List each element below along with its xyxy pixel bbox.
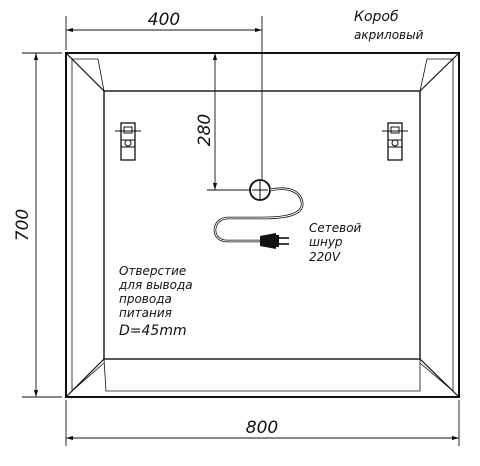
dimension-400 — [65, 16, 263, 180]
dimension-280-label: 280 — [195, 114, 215, 146]
hole-label-line-2: для вывода — [118, 278, 193, 292]
mounting-bracket-left — [115, 122, 141, 161]
box-title: Короб — [354, 9, 399, 25]
dimension-800-label: 800 — [246, 418, 278, 438]
dimension-280 — [207, 53, 251, 191]
hole-label-line-3: провода — [119, 292, 172, 306]
dimension-400-label: 400 — [148, 10, 180, 30]
box-frame — [65, 52, 460, 398]
power-plug — [260, 233, 289, 249]
cable-hole — [249, 179, 271, 201]
dimension-700-label: 700 — [13, 209, 33, 241]
power-cord — [213, 187, 304, 243]
hole-label-line-1: Отверстие — [119, 264, 186, 278]
mounting-bracket-right — [382, 122, 408, 161]
cord-label-line-3: 220V — [309, 250, 341, 264]
hole-label-line-4: питания — [119, 306, 172, 320]
cord-label-line-1: Сетевой — [309, 221, 362, 235]
cord-label-line-2: шнур — [309, 235, 343, 249]
box-subtitle: акриловый — [354, 28, 424, 42]
hole-label-line-5: D=45mm — [119, 323, 187, 339]
dimension-800 — [65, 400, 460, 446]
dimension-700 — [22, 52, 62, 398]
